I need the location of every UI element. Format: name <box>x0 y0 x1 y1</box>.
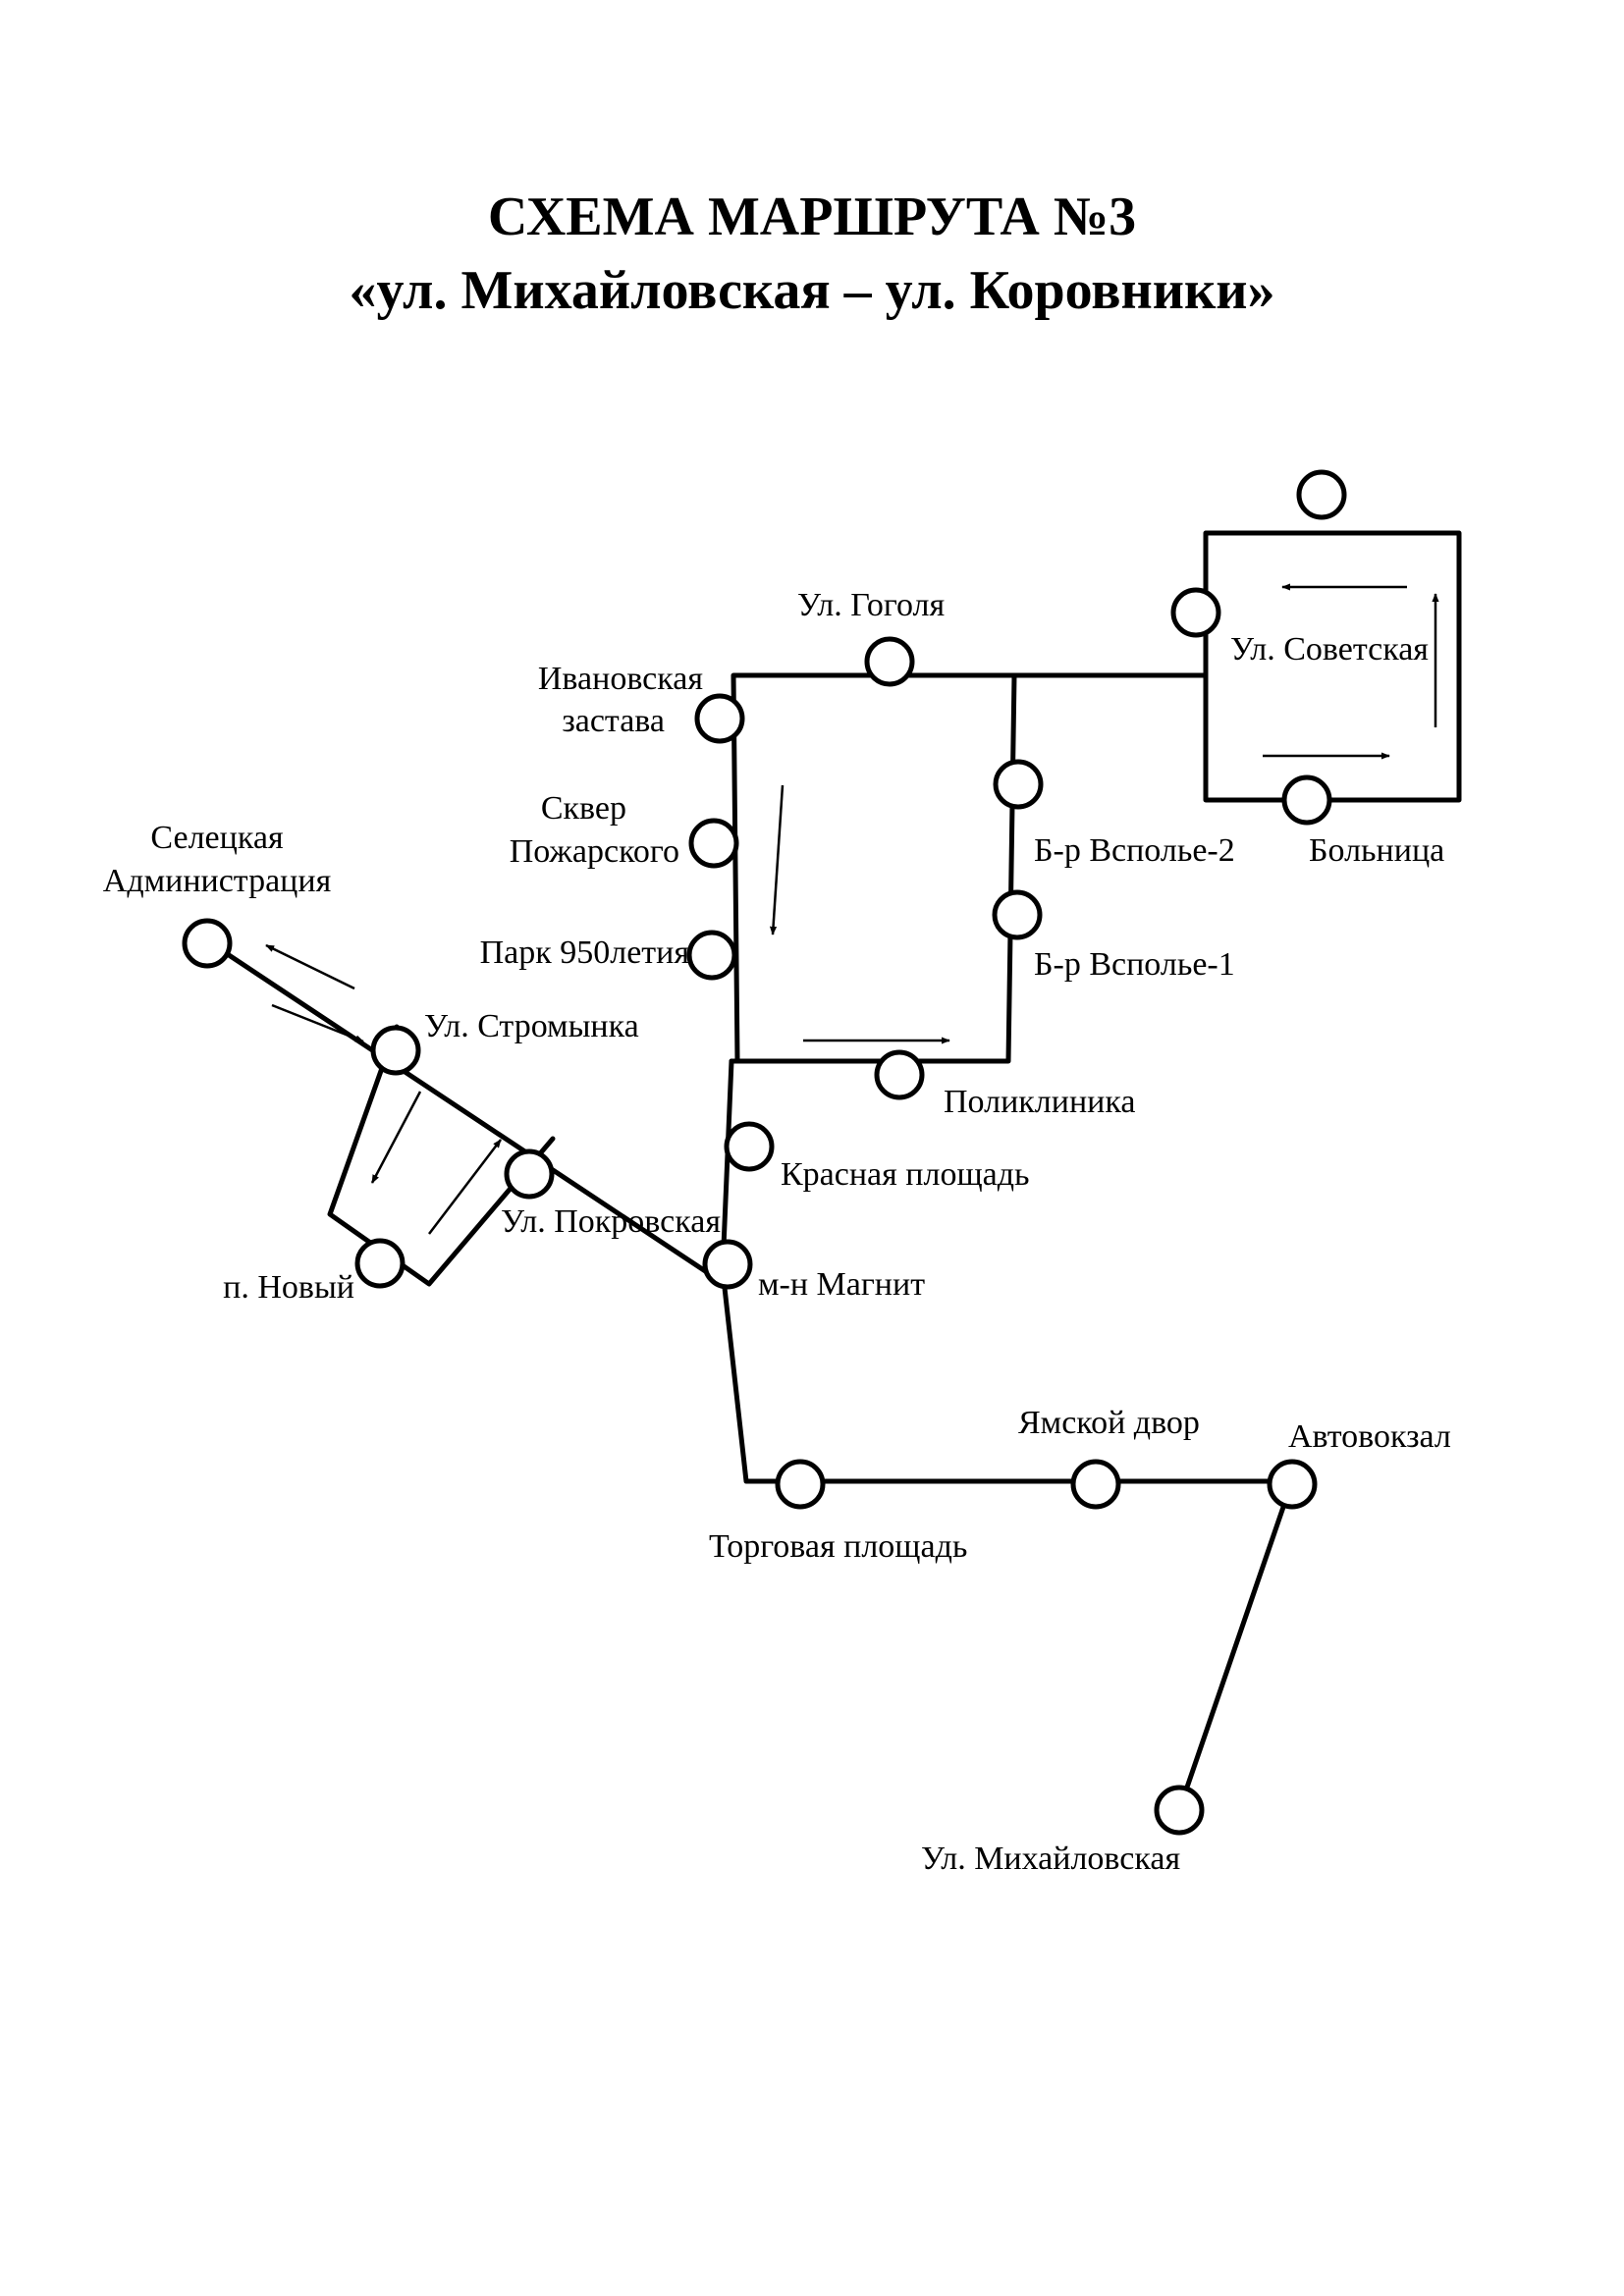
stop-label-vspolye2: Б-р Всполье-2 <box>1034 832 1235 869</box>
stop-circle <box>1070 1459 1121 1510</box>
stop-label-mikhailovskaya: Ул. Михайловская <box>921 1841 1180 1877</box>
direction-arrow <box>271 1003 364 1043</box>
stop-label-pokrovskaya: Ул. Покровская <box>501 1203 721 1240</box>
stop-circle <box>864 636 915 687</box>
stop-circle <box>688 818 739 869</box>
stop-label-sovetskaya: Ул. Советская <box>1230 631 1429 667</box>
direction-arrow <box>769 784 785 935</box>
stop-circle <box>1170 587 1221 638</box>
stop-circle <box>354 1238 406 1289</box>
stop-circle <box>504 1148 555 1200</box>
stop-circle <box>182 918 233 969</box>
direction-arrows <box>265 583 1439 1235</box>
stop-label-seletskaya-line2: Администрация <box>103 863 332 899</box>
route-line-top-rect <box>731 672 1209 1063</box>
route-line-vspolye <box>729 672 1017 1064</box>
stop-label-ivanovskaya-line1: Ивановская <box>538 661 703 697</box>
stop-labels: Ул. Гоголя Ул. Советская Ивановская заст… <box>103 587 1451 1877</box>
stop-label-avtovokzal: Автовокзал <box>1288 1418 1451 1455</box>
route-line-main-south <box>720 1058 1295 1813</box>
stop-label-vspolye1: Б-р Всполье-1 <box>1034 946 1235 983</box>
stop-label-park950: Парк 950летия <box>480 934 690 971</box>
stop-circles <box>182 469 1347 1836</box>
route-line-west-branch <box>205 938 731 1289</box>
stop-circle <box>993 759 1044 810</box>
stop-circle <box>1281 774 1332 826</box>
stop-circle <box>694 693 745 744</box>
stop-circle <box>775 1459 826 1510</box>
stop-circle <box>1267 1459 1318 1510</box>
direction-arrow <box>428 1139 502 1235</box>
stop-circle <box>1296 469 1347 520</box>
stop-label-poliklinika: Поликлиника <box>944 1084 1135 1120</box>
stop-circle <box>1154 1785 1205 1836</box>
stop-label-krasnaya: Красная площадь <box>781 1156 1030 1193</box>
stop-circle <box>702 1239 753 1290</box>
route-lines <box>205 530 1462 1813</box>
stop-circle <box>370 1025 421 1076</box>
stop-label-skver-line1: Сквер <box>541 790 626 827</box>
stop-label-torgovaya: Торговая площадь <box>709 1528 967 1565</box>
scheme-title: СХЕМА МАРШРУТА №3 <box>487 187 1137 247</box>
stop-circle <box>724 1121 775 1172</box>
stop-label-stromynka: Ул. Стромынка <box>424 1008 639 1044</box>
stop-label-skver-line2: Пожарского <box>510 833 679 870</box>
stop-label-yamskoi: Ямской двор <box>1018 1405 1200 1441</box>
stop-label-novyi: п. Новый <box>223 1269 354 1306</box>
direction-arrow <box>265 943 355 990</box>
stop-circle <box>992 889 1043 940</box>
stop-circle <box>874 1049 925 1100</box>
direction-arrow <box>370 1091 422 1184</box>
stop-circle <box>686 930 737 981</box>
stop-label-seletskaya-line1: Селецкая <box>150 820 284 856</box>
stop-label-gogolya: Ул. Гоголя <box>797 587 945 623</box>
scheme-subtitle: «ул. Михайловская – ул. Коровники» <box>349 260 1275 321</box>
stop-label-bolnitsa: Больница <box>1309 832 1444 869</box>
stop-label-magnit: м-н Магнит <box>758 1266 925 1303</box>
stop-label-ivanovskaya-line2: застава <box>562 703 665 739</box>
